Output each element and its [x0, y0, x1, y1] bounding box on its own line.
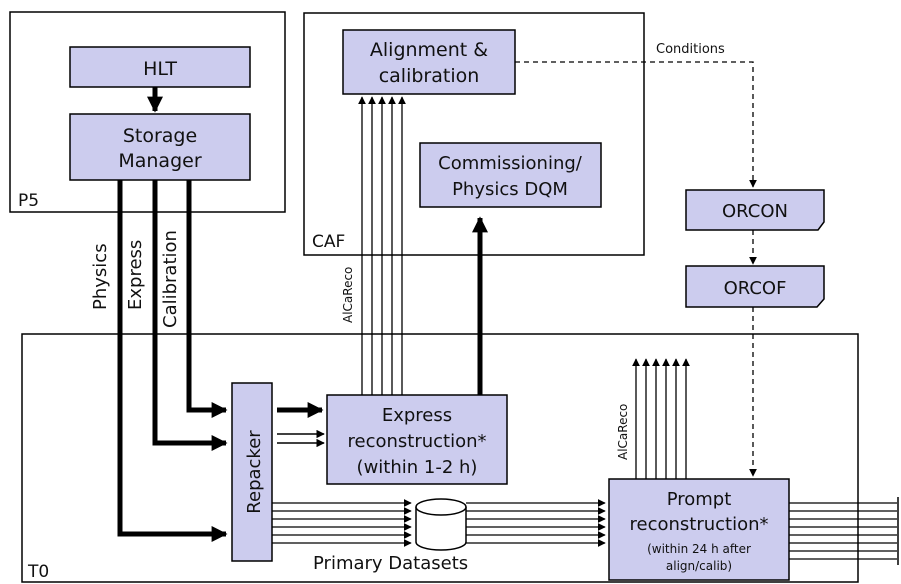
prompt-reco-line1: Prompt — [667, 489, 732, 510]
hlt-label: HLT — [143, 58, 177, 80]
hlt-box — [69, 46, 251, 88]
storage-manager-box — [69, 113, 251, 181]
prompt-reco-line3: (within 24 h after — [647, 542, 751, 556]
express-reconstruction-box — [326, 394, 508, 485]
commissioning-dqm-box — [419, 142, 602, 208]
calibration-stream-arrow — [186, 180, 228, 419]
orcon-box — [685, 189, 825, 231]
p5-label: P5 — [18, 191, 39, 211]
calibration-stream-label: Calibration — [160, 230, 181, 328]
express-reco-line3: (within 1-2 h) — [357, 457, 478, 478]
alignment-label-line2: calibration — [379, 65, 480, 87]
express-stream-label: Express — [125, 240, 146, 310]
caf-label: CAF — [312, 232, 345, 252]
commissioning-label-line1: Commissioning/ — [438, 153, 583, 174]
conditions-dashed-arrow — [515, 61, 757, 188]
repacker-box — [231, 382, 273, 562]
t0-label: T0 — [27, 562, 49, 582]
orcof-box — [685, 265, 825, 308]
alignment-label-line1: Alignment & — [370, 39, 488, 61]
physics-stream-arrow — [117, 180, 228, 543]
express-stream-arrow — [152, 180, 228, 452]
p5-region — [9, 11, 286, 213]
prompt-reconstruction-box — [608, 478, 790, 581]
prompt-reco-line4: align/calib) — [666, 559, 732, 573]
orcon-label: ORCON — [722, 201, 788, 222]
t0-region — [21, 333, 859, 583]
conditions-label: Conditions — [656, 42, 725, 57]
alcareco-express-label: AlCaReco — [341, 267, 355, 323]
express-reco-line1: Express — [382, 405, 452, 426]
alcareco-prompt-label: AlCaReco — [616, 404, 630, 460]
alignment-calibration-box — [342, 29, 516, 95]
orcof-label: ORCOF — [724, 278, 787, 299]
primary-datasets-cylinder-icon — [415, 498, 467, 551]
repacker-label: Repacker — [244, 430, 265, 514]
commissioning-label-line2: Physics DQM — [452, 179, 568, 200]
storage-manager-label-line2: Manager — [118, 150, 201, 172]
express-reco-line2: reconstruction* — [347, 431, 486, 452]
primary-datasets-label: Primary Datasets — [313, 553, 468, 574]
caf-region — [303, 12, 645, 256]
physics-stream-label: Physics — [90, 243, 111, 310]
storage-manager-label-line1: Storage — [123, 125, 197, 147]
prompt-reco-line2: reconstruction* — [629, 514, 768, 535]
